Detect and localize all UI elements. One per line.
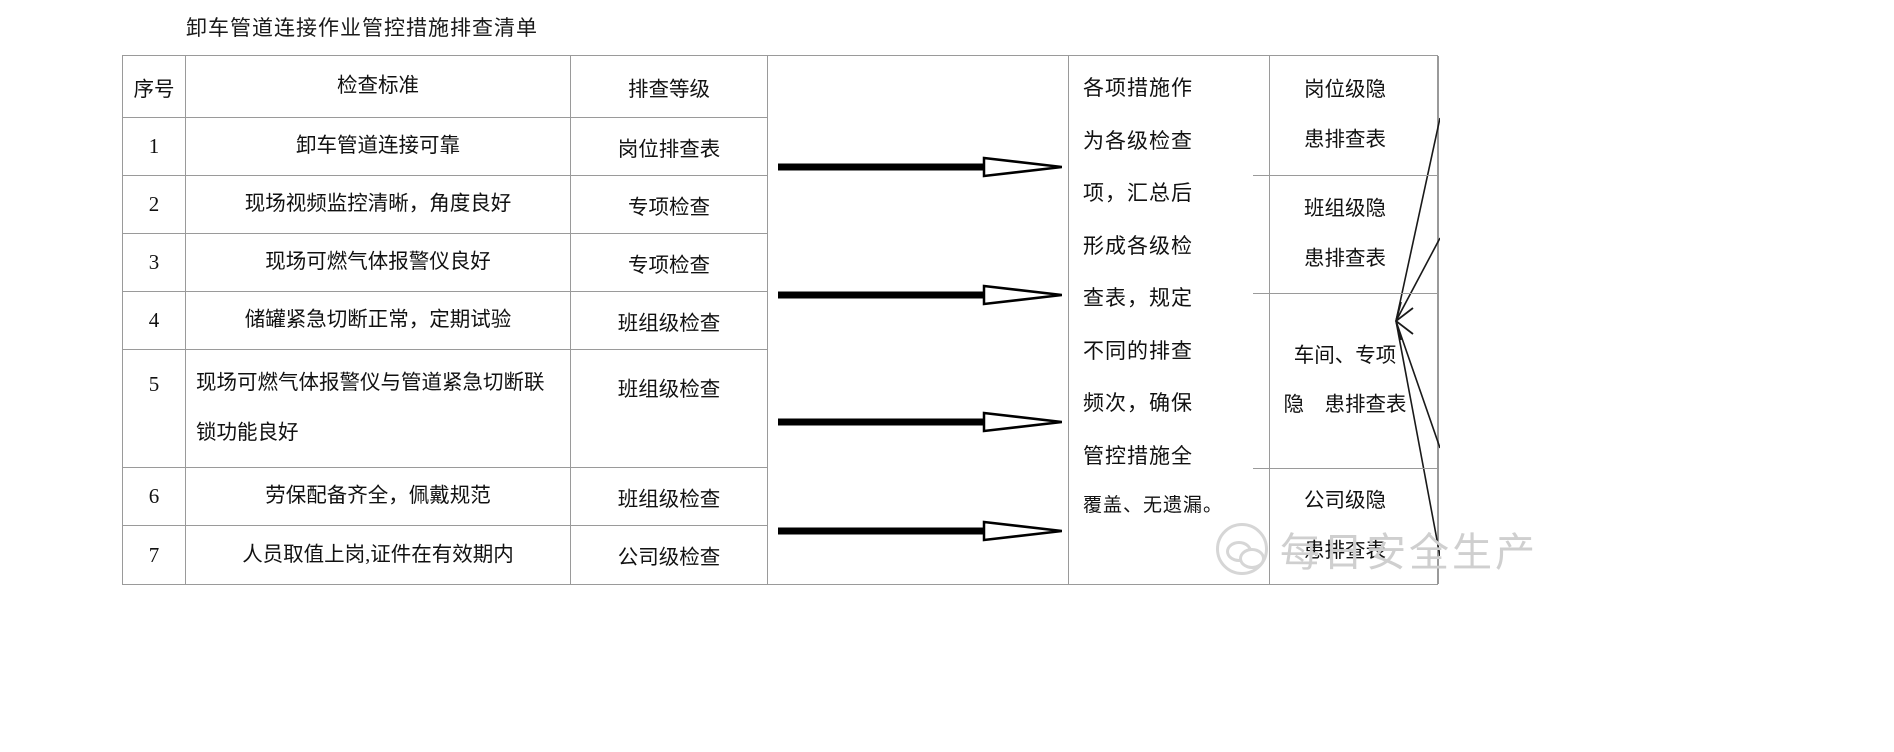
cell-no: 5 xyxy=(123,350,186,467)
output-box[interactable]: 岗位级隐 患排查表 xyxy=(1253,56,1437,176)
cell-standard: 储罐紧急切断正常，定期试验 xyxy=(186,292,571,349)
column-header-level: 排查等级 xyxy=(628,78,710,101)
table-row[interactable]: 2 现场视频监控清晰，角度良好 专项检查 xyxy=(123,176,767,234)
cell-standard: 人员取值上岗,证件在有效期内 xyxy=(186,526,571,584)
table-row[interactable]: 7 人员取值上岗,证件在有效期内 公司级检查 xyxy=(123,526,767,584)
arrow-right-icon xyxy=(778,520,1063,542)
cell-no: 7 xyxy=(123,526,186,584)
output-box[interactable]: 公司级隐 患排查表 xyxy=(1304,490,1386,562)
output-boxes: 岗位级隐 患排查表 班组级隐 患排查表 车间、专项 隐 患排查表 公司级隐 患排… xyxy=(1253,56,1437,584)
cell-level: 班组级检查 xyxy=(617,312,721,335)
center-note-text: 各项措施作 为各级检查 项，汇总后 形成各级检 查表，规定 不同的排查 频次，确… xyxy=(1069,62,1269,530)
output-box[interactable]: 班组级隐 患排查表 xyxy=(1253,176,1437,294)
center-note-column: 各项措施作 为各级检查 项，汇总后 形成各级检 查表，规定 不同的排查 频次，确… xyxy=(1069,56,1269,584)
cell-standard: 卸车管道连接可靠 xyxy=(186,118,571,175)
output-box[interactable]: 车间、专项 隐 患排查表 xyxy=(1253,294,1437,469)
center-note-line: 形成各级检 xyxy=(1083,233,1193,258)
cell-no: 6 xyxy=(123,468,186,525)
table-row[interactable]: 4 储罐紧急切断正常，定期试验 班组级检查 xyxy=(123,292,767,350)
cell-standard: 现场可燃气体报警仪与管道紧急切断联锁功能良好 xyxy=(186,350,571,467)
table-row[interactable]: 3 现场可燃气体报警仪良好 专项检查 xyxy=(123,234,767,292)
cell-level: 班组级检查 xyxy=(617,379,721,401)
cell-standard: 劳保配备齐全，佩戴规范 xyxy=(186,468,571,525)
center-note-line: 查表，规定 xyxy=(1083,286,1193,310)
center-note-line: 频次，确保 xyxy=(1083,391,1193,415)
cell-no: 3 xyxy=(123,234,186,291)
cell-level: 专项检查 xyxy=(628,254,710,277)
arrow-channel xyxy=(767,56,1069,584)
center-note-line: 项，汇总后 xyxy=(1083,181,1193,205)
center-note-line: 管控措施全 xyxy=(1083,443,1193,468)
cell-level: 岗位排查表 xyxy=(617,138,721,161)
cell-level: 公司级检查 xyxy=(617,547,721,569)
cell-level: 专项检查 xyxy=(628,196,710,219)
table-row[interactable]: 1 卸车管道连接可靠 岗位排查表 xyxy=(123,118,767,176)
arrow-right-icon xyxy=(778,156,1063,178)
arrow-right-icon xyxy=(778,284,1063,306)
flow-diagram-grid: 序号 检查标准 排查等级 1 卸车管道连接可靠 岗位排查表 2 现场视频监控清晰… xyxy=(122,55,1440,585)
cell-standard: 现场视频监控清晰，角度良好 xyxy=(186,176,571,233)
cell-level: 班组级检查 xyxy=(617,488,721,511)
checklist-table: 序号 检查标准 排查等级 1 卸车管道连接可靠 岗位排查表 2 现场视频监控清晰… xyxy=(123,56,767,584)
cell-standard: 现场可燃气体报警仪良好 xyxy=(186,234,571,291)
table-header-row: 序号 检查标准 排查等级 xyxy=(123,56,767,118)
center-note-line: 覆盖、无遗漏。 xyxy=(1083,495,1224,516)
arrow-right-icon xyxy=(778,411,1063,433)
cell-no: 4 xyxy=(123,292,186,349)
fan-converging-arrows-icon xyxy=(1395,117,1440,557)
table-row[interactable]: 6 劳保配备齐全，佩戴规范 班组级检查 xyxy=(123,468,767,526)
fan-column xyxy=(1269,56,1440,584)
table-row[interactable]: 5 现场可燃气体报警仪与管道紧急切断联锁功能良好 班组级检查 xyxy=(123,350,767,468)
cell-no: 1 xyxy=(123,118,186,175)
column-header-standard: 检查标准 xyxy=(186,56,571,117)
center-note-line: 各项措施作 xyxy=(1083,76,1193,100)
center-note-line: 不同的排查 xyxy=(1083,338,1193,363)
cell-no: 2 xyxy=(123,176,186,233)
page-title: 卸车管道连接作业管控措施排查清单 xyxy=(186,16,538,40)
column-header-no: 序号 xyxy=(123,56,186,117)
center-note-line: 为各级检查 xyxy=(1083,128,1193,153)
